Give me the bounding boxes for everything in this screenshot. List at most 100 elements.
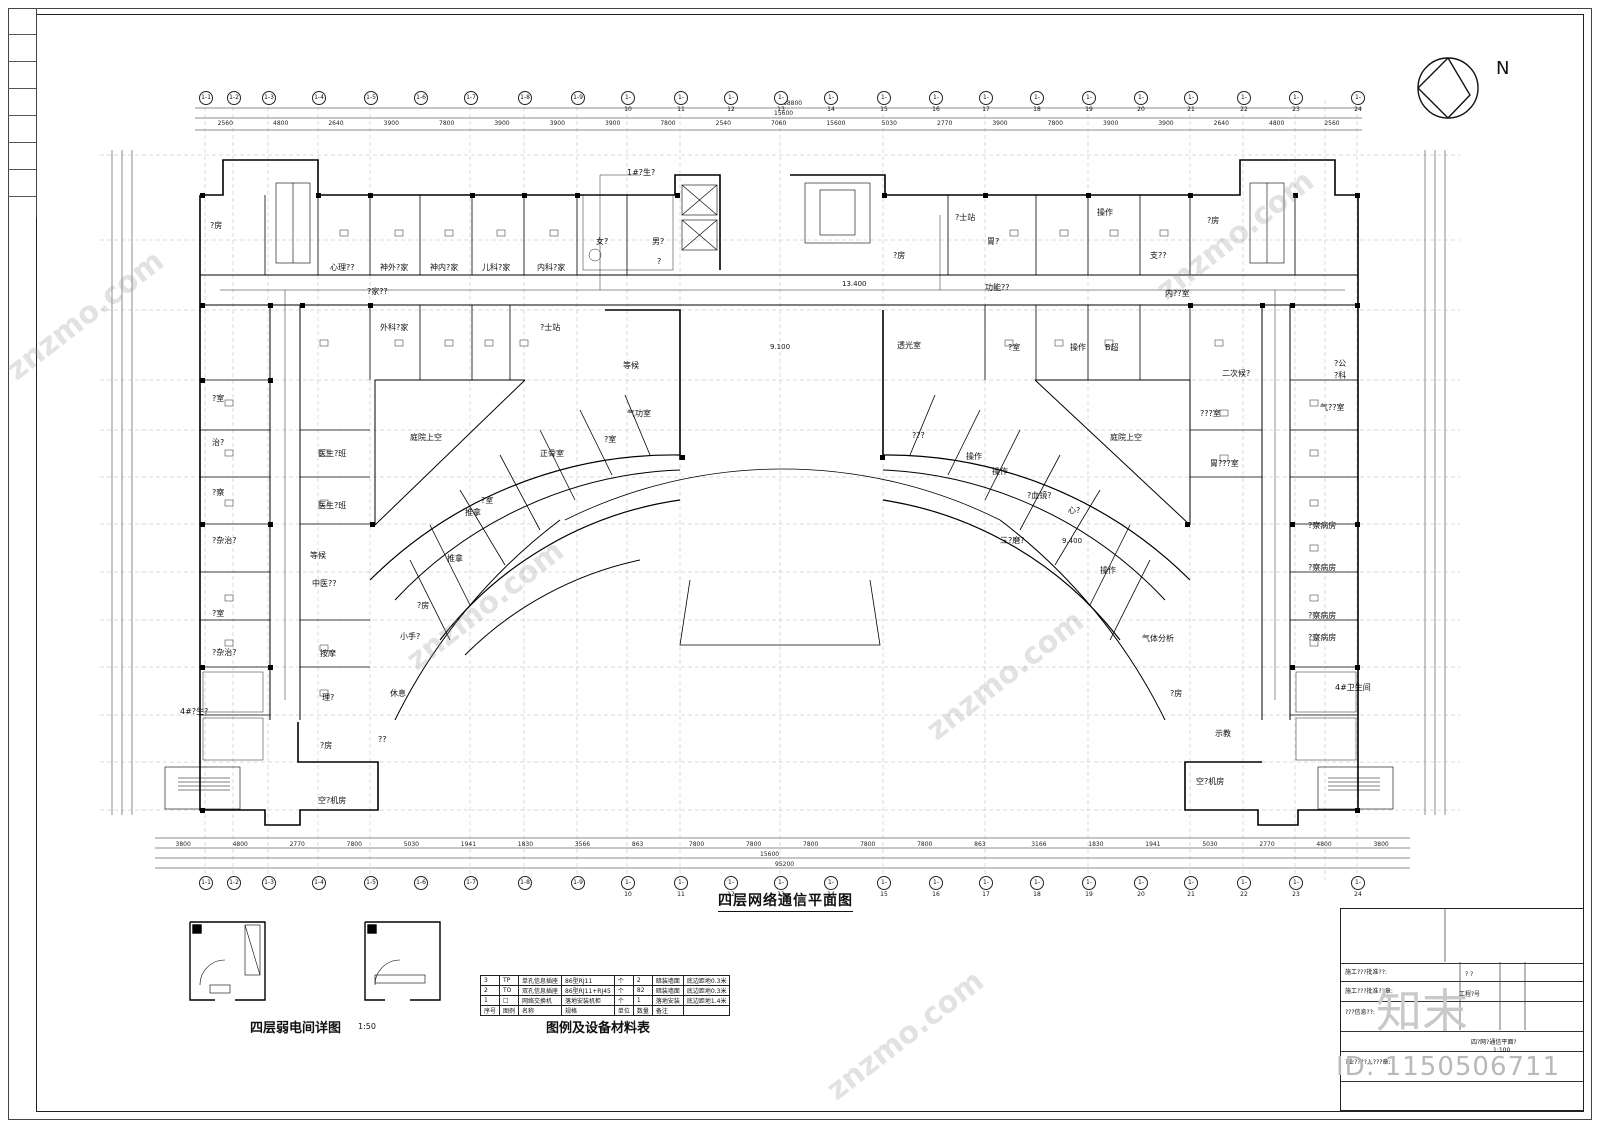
grid-axis-label: 1-14 xyxy=(824,876,838,898)
top-dimension-value: 3900 xyxy=(1103,120,1119,127)
grid-axis-label: 1-5 xyxy=(364,876,378,890)
north-label: N xyxy=(1496,58,1510,79)
top-dimension-value: 3900 xyxy=(383,120,399,127)
level-inner: 9.100 xyxy=(770,343,791,351)
room-label: ?察 xyxy=(212,488,225,497)
room-label: 三?磨? xyxy=(1000,536,1025,545)
room-label: ?室 xyxy=(481,496,494,505)
grid-axis-label: 1-9 xyxy=(571,91,585,105)
legend-cell: 个 xyxy=(613,975,634,986)
legend-cell: TP xyxy=(499,975,520,986)
room-label: 医生?班 xyxy=(318,449,347,458)
grid-axis-label: 1-5 xyxy=(364,91,378,105)
room-label: 女? xyxy=(596,237,609,246)
grid-axis-label: 1-7 xyxy=(464,91,478,105)
legend-cell: 落地安装 xyxy=(651,995,684,1006)
legend-cell: 序号 xyxy=(479,1005,501,1016)
title-block-row2: 施工???批准??章: xyxy=(1345,988,1393,995)
bottom-dimension-value: 3800 xyxy=(175,841,191,848)
grid-axis-label: 1-3 xyxy=(262,876,276,890)
grid-axis-label: 1-2 xyxy=(227,91,241,105)
grid-axis-label: 1-13 xyxy=(774,91,788,113)
room-label: 心? xyxy=(1068,506,1081,515)
room-label: 治? xyxy=(212,438,225,447)
grid-axis-label: 1-2 xyxy=(227,876,241,890)
room-label: 心理?? xyxy=(330,263,355,272)
room-label: ?科 xyxy=(1334,371,1347,380)
top-dimension-value: 2560 xyxy=(217,120,233,127)
grid-axis-label: 1-17 xyxy=(979,876,993,898)
legend-cell: 暗装墙面 xyxy=(651,975,684,986)
grid-axis-label: 1-21 xyxy=(1184,876,1198,898)
grid-axis-label: 1-12 xyxy=(724,876,738,898)
legend-cell: 3 xyxy=(479,975,501,986)
legend-cell: 86型RJ11 xyxy=(561,975,615,986)
room-label: 庭院上空 xyxy=(410,433,442,442)
bottom-dimension-value: 7800 xyxy=(688,841,705,848)
top-dimension-value: 3900 xyxy=(494,120,510,127)
top-dimension-value: 7060 xyxy=(771,120,787,127)
grid-axis-label: 1-1 xyxy=(199,91,213,105)
bottom-dimension-value: 5030 xyxy=(403,841,419,848)
grid-axis-label: 1-9 xyxy=(571,876,585,890)
grid-axis-label: 1-20 xyxy=(1134,91,1148,113)
bottom-dimension-value: 4800 xyxy=(1316,841,1332,848)
grid-axis-label: 1-1 xyxy=(199,876,213,890)
mid-dimension-bottom: 15600 xyxy=(760,851,780,858)
level-main: 13.400 xyxy=(842,280,867,288)
title-block-project: 四?网?通信平面? xyxy=(1471,1039,1517,1046)
room-label: ?士站 xyxy=(955,213,976,222)
legend-cell: 底边距地0.3米 xyxy=(682,975,731,986)
bottom-dimension-value: 3166 xyxy=(1031,841,1047,848)
grid-axis-label: 1-22 xyxy=(1237,91,1251,113)
legend-cell: 落地安装机柜 xyxy=(561,995,615,1006)
room-label: 气??室 xyxy=(1320,403,1345,412)
grid-axis-label: 1-6 xyxy=(414,91,428,105)
room-label: ?杂治? xyxy=(212,648,237,657)
room-label: ?士站 xyxy=(540,323,561,332)
legend-cell: 底边距地0.3米 xyxy=(682,985,731,996)
room-label: 操作 xyxy=(1097,208,1113,217)
grid-axis-label: 1-4 xyxy=(312,876,326,890)
total-dimension-bottom: 95200 xyxy=(775,861,795,868)
room-label: ?杂治? xyxy=(212,536,237,545)
detail-drawing-title: 四层弱电间详图 xyxy=(250,1021,342,1036)
legend-cell xyxy=(682,1005,731,1016)
legend-cell: 网络交换机 xyxy=(518,995,563,1006)
room-label: 气功室 xyxy=(627,409,651,418)
legend-cell: 1 xyxy=(632,995,653,1006)
bottom-dimension-value: 2770 xyxy=(1259,841,1275,848)
room-label: 支?? xyxy=(1150,251,1167,260)
room-label: 推拿 xyxy=(447,554,463,563)
room-label: 小手? xyxy=(400,632,421,641)
title-block-label-b: 工程?号 xyxy=(1459,991,1481,998)
main-drawing-title: 四层网络通信平面图 xyxy=(718,890,853,912)
room-label: ?室 xyxy=(212,609,225,618)
bottom-dimension-value: 1830 xyxy=(517,841,534,848)
room-label: 庭院上空 xyxy=(1110,433,1142,442)
room-label: ?察病房 xyxy=(1308,521,1337,530)
top-dimension-value: 2540 xyxy=(715,120,731,127)
grid-axis-label: 1-6 xyxy=(414,876,428,890)
room-label: 二次候? xyxy=(1222,369,1251,378)
grid-axis-label: 1-16 xyxy=(929,876,943,898)
grid-axis-label: 1-10 xyxy=(621,876,635,898)
grid-axis-label: 1-19 xyxy=(1082,876,1096,898)
room-label: 按摩 xyxy=(320,649,336,658)
room-label: 1#?生? xyxy=(627,168,656,177)
bottom-dimension-value: 5030 xyxy=(1202,841,1218,848)
grid-axis-label: 1-21 xyxy=(1184,91,1198,113)
room-label: 医生?班 xyxy=(318,501,347,510)
watermark-logo: 知末 xyxy=(1376,984,1468,1038)
room-label: 正骨室 xyxy=(540,449,564,458)
title-block: 施工???批准??: 施工???批准??章: ???信息??: ?业????入?… xyxy=(1340,908,1584,1111)
room-label: 操作 xyxy=(1070,343,1086,352)
room-label: B超 xyxy=(1105,343,1119,352)
drawing-inner-frame xyxy=(36,14,1584,1112)
mid-dimension-top: 15600 xyxy=(774,110,793,117)
bottom-dimension-value: 4800 xyxy=(232,841,248,848)
